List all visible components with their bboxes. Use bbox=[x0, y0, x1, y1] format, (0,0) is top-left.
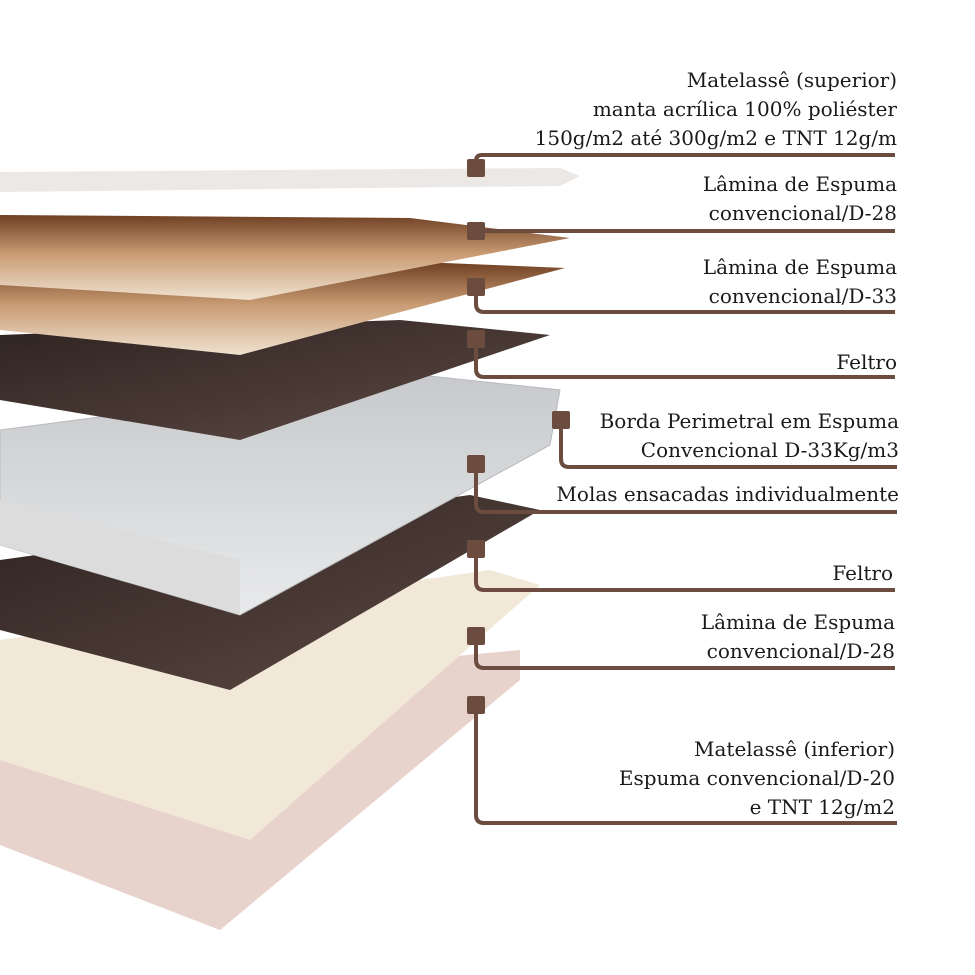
label-line: convencional/D-28 bbox=[706, 639, 895, 663]
label-perimeter-border: Borda Perimetral em Espuma Convencional … bbox=[600, 407, 899, 465]
label-pocket-springs: Molas ensacadas individualmente bbox=[556, 480, 899, 509]
label-line: Convencional D-33Kg/m3 bbox=[640, 438, 899, 462]
layer-felt-top bbox=[0, 320, 550, 440]
marker-6 bbox=[467, 455, 485, 473]
label-line: Lâmina de Espuma bbox=[702, 172, 897, 196]
marker-8 bbox=[467, 627, 485, 645]
label-line: Espuma convencional/D-20 bbox=[618, 766, 895, 790]
label-line: convencional/D-33 bbox=[708, 284, 897, 308]
label-line: Borda Perimetral em Espuma bbox=[599, 409, 899, 433]
label-matelasse-inferior: Matelassê (inferior) Espuma convencional… bbox=[619, 735, 895, 822]
layer-matelasse-superior bbox=[0, 168, 580, 192]
spring-side bbox=[0, 500, 240, 615]
label-foam-d28-top: Lâmina de Espuma convencional/D-28 bbox=[703, 170, 897, 228]
layer-foam-d28-top bbox=[0, 215, 570, 300]
marker-9 bbox=[467, 696, 485, 714]
marker-1 bbox=[467, 159, 485, 177]
label-line: Matelassê (superior) bbox=[686, 68, 897, 92]
label-matelasse-superior: Matelassê (superior) manta acrílica 100%… bbox=[535, 66, 897, 153]
label-line: manta acrílica 100% poliéster bbox=[592, 97, 897, 121]
label-line: Lâmina de Espuma bbox=[702, 255, 897, 279]
label-line: Feltro bbox=[832, 561, 893, 585]
marker-3 bbox=[467, 278, 485, 296]
label-line: Feltro bbox=[836, 350, 897, 374]
label-line: 150g/m2 até 300g/m2 e TNT 12g/m bbox=[534, 126, 897, 150]
marker-2 bbox=[467, 222, 485, 240]
marker-5 bbox=[552, 411, 570, 429]
marker-7 bbox=[467, 540, 485, 558]
label-foam-d33: Lâmina de Espuma convencional/D-33 bbox=[703, 253, 897, 311]
marker-4 bbox=[467, 330, 485, 348]
layer-markers bbox=[467, 159, 570, 714]
label-line: Matelassê (inferior) bbox=[694, 737, 895, 761]
label-line: e TNT 12g/m2 bbox=[749, 795, 895, 819]
label-foam-d28-bottom: Lâmina de Espuma convencional/D-28 bbox=[701, 608, 895, 666]
label-line: Molas ensacadas individualmente bbox=[556, 482, 899, 506]
label-line: convencional/D-28 bbox=[708, 201, 897, 225]
label-line: Lâmina de Espuma bbox=[700, 610, 895, 634]
label-felt-bottom: Feltro bbox=[832, 559, 893, 588]
label-felt-top: Feltro bbox=[836, 348, 897, 377]
